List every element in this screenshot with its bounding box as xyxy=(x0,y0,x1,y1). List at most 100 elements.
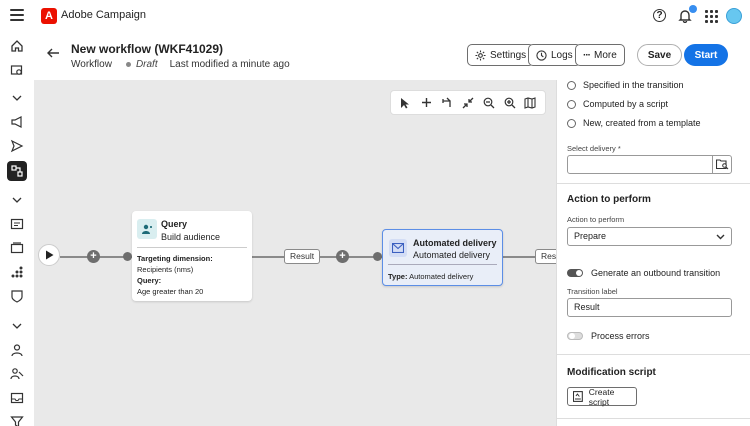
collapse-icon[interactable] xyxy=(461,96,475,110)
query-label: Query: xyxy=(137,276,162,285)
folder-search-icon xyxy=(715,159,728,170)
start-button[interactable]: Start xyxy=(684,44,728,66)
section-divider xyxy=(557,354,750,355)
explorer-icon[interactable] xyxy=(9,62,25,78)
profiles-icon[interactable] xyxy=(9,342,25,358)
workflow-header: New workflow (WKF41029) Workflow Draft L… xyxy=(34,32,750,80)
node-subtitle: Build audience xyxy=(161,232,221,242)
transition-label[interactable]: Result xyxy=(284,249,321,264)
segments-icon[interactable] xyxy=(9,366,25,382)
play-icon xyxy=(45,250,53,260)
settings-button[interactable]: Settings xyxy=(467,44,535,66)
automated-delivery-node[interactable]: Automated delivery Automated delivery Ty… xyxy=(382,229,503,286)
more-dots-icon: ··· xyxy=(583,49,591,61)
left-nav xyxy=(0,32,34,426)
radio-computed[interactable]: Computed by a script xyxy=(567,99,668,109)
clock-icon xyxy=(536,49,547,61)
app-switcher-icon[interactable] xyxy=(703,8,719,24)
chevron-down-icon[interactable] xyxy=(9,192,25,208)
connector-arrow-icon xyxy=(373,252,382,261)
add-activity-button[interactable]: + xyxy=(87,250,100,263)
chevron-down-icon[interactable] xyxy=(9,318,25,334)
node-divider xyxy=(388,264,497,265)
zoom-in-icon[interactable] xyxy=(503,96,517,110)
save-button[interactable]: Save xyxy=(637,44,682,66)
radio-label: Specified in the transition xyxy=(583,80,684,90)
canvas-toolbar xyxy=(390,90,546,115)
notification-badge xyxy=(689,5,697,13)
type-value: Automated delivery xyxy=(409,272,474,281)
radio-icon xyxy=(567,80,576,90)
action-select-value: Prepare xyxy=(574,231,607,241)
toggle-switch-icon xyxy=(567,332,583,340)
targeting-dimension-value: Recipients (nms) xyxy=(137,265,194,274)
logs-button[interactable]: Logs xyxy=(528,44,581,66)
radio-label: New, created from a template xyxy=(583,118,701,128)
delivery-picker-button[interactable] xyxy=(712,155,732,174)
campaigns-icon[interactable] xyxy=(9,114,25,130)
shield-icon[interactable] xyxy=(9,288,25,304)
add-icon[interactable] xyxy=(419,96,433,110)
audience-icon xyxy=(137,219,157,239)
workflows-icon[interactable] xyxy=(7,161,27,181)
templates-icon[interactable] xyxy=(9,240,25,256)
bell-icon[interactable] xyxy=(677,5,697,24)
node-title: Automated delivery xyxy=(413,238,497,248)
add-activity-button[interactable]: + xyxy=(336,250,349,263)
help-icon[interactable]: ? xyxy=(653,9,666,22)
action-section-title: Action to perform xyxy=(567,194,651,205)
zoom-out-icon[interactable] xyxy=(482,96,496,110)
node-divider xyxy=(137,247,247,248)
node-title: Query xyxy=(161,219,188,229)
audiences-icon[interactable] xyxy=(9,264,25,280)
toggle-label: Process errors xyxy=(591,331,650,341)
section-divider xyxy=(557,183,750,184)
more-label: More xyxy=(594,49,617,61)
properties-panel: Specified in the transition Computed by … xyxy=(556,80,750,426)
radio-label: Computed by a script xyxy=(583,99,669,109)
targeting-dimension-label: Targeting dimension: xyxy=(137,254,213,263)
inbox-icon[interactable] xyxy=(9,390,25,406)
action-select[interactable]: Prepare xyxy=(567,227,732,246)
radio-new-template[interactable]: New, created from a template xyxy=(567,118,701,128)
create-script-button[interactable]: Create script xyxy=(567,386,637,407)
back-arrow-icon[interactable] xyxy=(46,46,62,62)
transition-label[interactable]: Resu xyxy=(535,249,556,264)
menu-icon[interactable] xyxy=(10,9,24,23)
pointer-icon[interactable] xyxy=(398,96,412,110)
outbound-transition-toggle[interactable]: Generate an outbound transition xyxy=(567,268,720,278)
app-name: Adobe Campaign xyxy=(61,9,147,21)
status-badge: Draft xyxy=(135,59,158,70)
workflow-canvas[interactable]: + Query Build audience Targeting dimensi… xyxy=(34,80,556,426)
create-script-label: Create script xyxy=(588,386,615,407)
rotate-icon[interactable] xyxy=(440,96,454,110)
email-icon xyxy=(389,239,407,257)
filter-icon[interactable] xyxy=(9,414,25,426)
avatar[interactable] xyxy=(726,8,742,24)
deliveries-icon[interactable] xyxy=(9,138,25,154)
gear-icon xyxy=(475,49,486,61)
node-subtitle: Automated delivery xyxy=(413,250,491,260)
select-delivery-label: Select delivery * xyxy=(567,144,621,153)
more-button[interactable]: ··· More xyxy=(575,44,625,66)
settings-label: Settings xyxy=(490,49,527,61)
status-dot-icon xyxy=(125,62,131,67)
modification-section-title: Modification script xyxy=(567,367,656,378)
map-icon[interactable] xyxy=(523,96,537,110)
connector-arrow-icon xyxy=(123,252,132,261)
process-errors-toggle[interactable]: Process errors xyxy=(567,331,650,341)
home-icon[interactable] xyxy=(9,38,25,54)
content-icon[interactable] xyxy=(9,216,25,232)
script-icon xyxy=(573,391,583,402)
query-activity-node[interactable]: Query Build audience Targeting dimension… xyxy=(132,211,252,301)
connector-line xyxy=(503,256,556,258)
page-title: New workflow (WKF41029) xyxy=(71,42,224,56)
transition-label-input[interactable]: Result xyxy=(567,298,732,317)
radio-specified[interactable]: Specified in the transition xyxy=(567,80,684,90)
chevron-down-icon[interactable] xyxy=(9,90,25,106)
start-play-button[interactable] xyxy=(38,244,60,266)
radio-icon xyxy=(567,118,576,128)
select-delivery-input[interactable] xyxy=(567,155,713,174)
transition-label-field-label: Transition label xyxy=(567,287,618,296)
workflow-type: Workflow xyxy=(71,59,112,70)
